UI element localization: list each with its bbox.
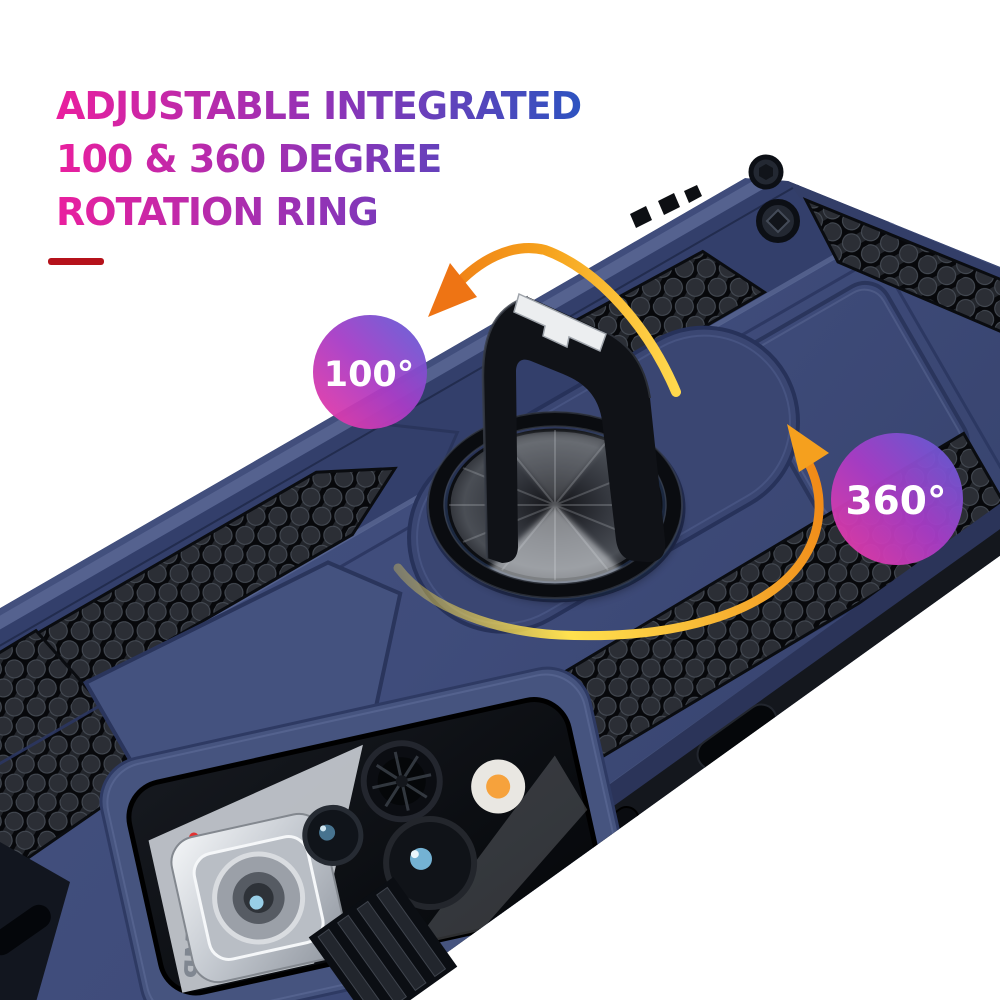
finger-ring-inner-glint <box>443 425 667 585</box>
finger-ring <box>428 411 682 599</box>
title-line-1: ADJUSTABLE INTEGRATED <box>56 80 582 133</box>
badge-100-circle <box>313 315 427 429</box>
badge-100-degree: 100° <box>313 315 427 429</box>
top-edge-grip-tabs <box>630 185 702 228</box>
flash-led <box>486 774 511 799</box>
kickstand-silver-bracket <box>513 292 607 353</box>
depth-lens-center <box>395 775 408 788</box>
grip-slat <box>356 900 427 992</box>
corner-screws <box>748 154 800 243</box>
phone-case: 108MP <box>0 178 1000 1000</box>
rotation-arrow-360-head-icon <box>787 424 829 472</box>
grip-tab <box>658 193 680 215</box>
grip-slat <box>336 914 408 1000</box>
main-lens-glint <box>249 895 264 910</box>
rotation-arrow-100-head-icon <box>428 263 477 317</box>
rotation-arrow-360-icon <box>393 459 824 641</box>
badge-360-degree: 360° <box>831 433 963 565</box>
rotation-arrows <box>393 243 829 641</box>
depth-lens <box>360 740 443 823</box>
grip-tab <box>630 206 652 228</box>
left-port-cutout <box>0 904 51 956</box>
disc-light-fan-top <box>500 431 610 505</box>
wide-lens-spark <box>410 850 419 859</box>
grip-slat <box>376 886 447 978</box>
camera-module: 108MP <box>99 666 633 1000</box>
screw-socket <box>759 164 773 180</box>
badge-360-label: 360° <box>846 479 947 524</box>
grip-base <box>308 877 458 1000</box>
grip-slat <box>317 928 388 1000</box>
honeycomb-strip-short-side <box>802 197 1000 335</box>
rim-groove-line <box>0 178 833 997</box>
badge-100-label: 100° <box>324 355 415 395</box>
screw-socket <box>765 208 791 234</box>
grip-tab <box>684 185 702 203</box>
macro-lens-spark <box>320 825 327 832</box>
wide-lens <box>383 816 478 911</box>
title-underline-accent <box>48 258 104 265</box>
ring-kickstand <box>481 292 666 563</box>
corner-grip-ridges <box>308 877 458 1000</box>
title-line-2: 100 & 360 DEGREE <box>56 133 581 186</box>
finger-ring-outer-glint <box>427 411 683 599</box>
badge-360-circle <box>831 433 963 565</box>
disc-light-fan <box>480 505 630 589</box>
kickstand-arch <box>482 297 666 563</box>
kickstand-edge-shade <box>600 329 651 399</box>
flash <box>471 759 526 814</box>
title-line-3: ROTATION RING <box>56 186 581 239</box>
main-lens-108mp <box>170 812 347 984</box>
honeycomb-strip-top-left <box>0 466 398 1000</box>
rotation-arrow-100-icon <box>447 243 681 397</box>
macro-lens <box>302 804 364 866</box>
page-title: ADJUSTABLE INTEGRATED 100 & 360 DEGREE R… <box>56 80 582 239</box>
